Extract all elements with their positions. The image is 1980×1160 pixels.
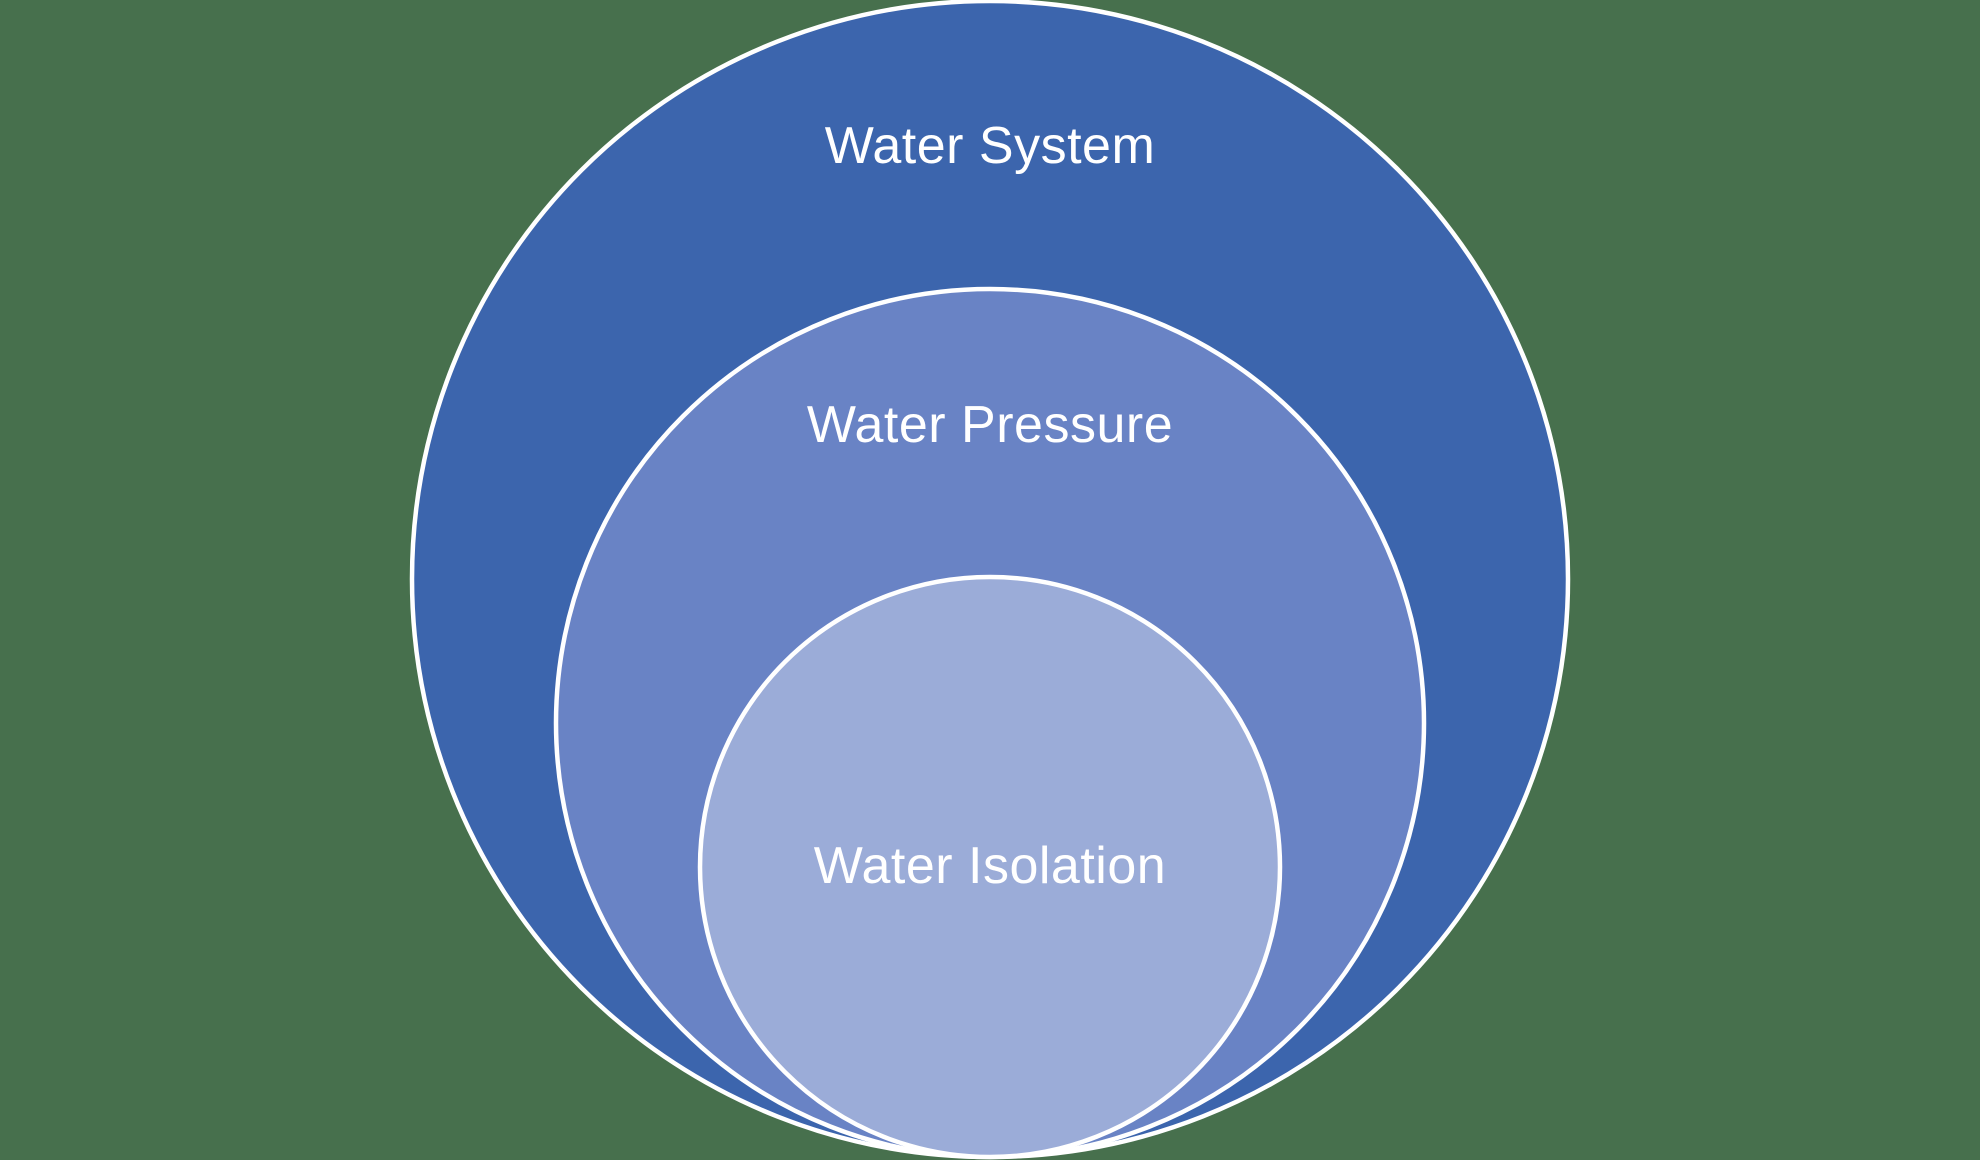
venn-labels: Water System Water Pressure Water Isolat… xyxy=(807,117,1173,895)
circle-water-isolation xyxy=(697,574,1283,1160)
label-water-pressure: Water Pressure xyxy=(807,396,1173,454)
label-water-isolation: Water Isolation xyxy=(814,837,1166,895)
venn-rings xyxy=(409,0,1571,1160)
label-water-system: Water System xyxy=(825,117,1156,175)
